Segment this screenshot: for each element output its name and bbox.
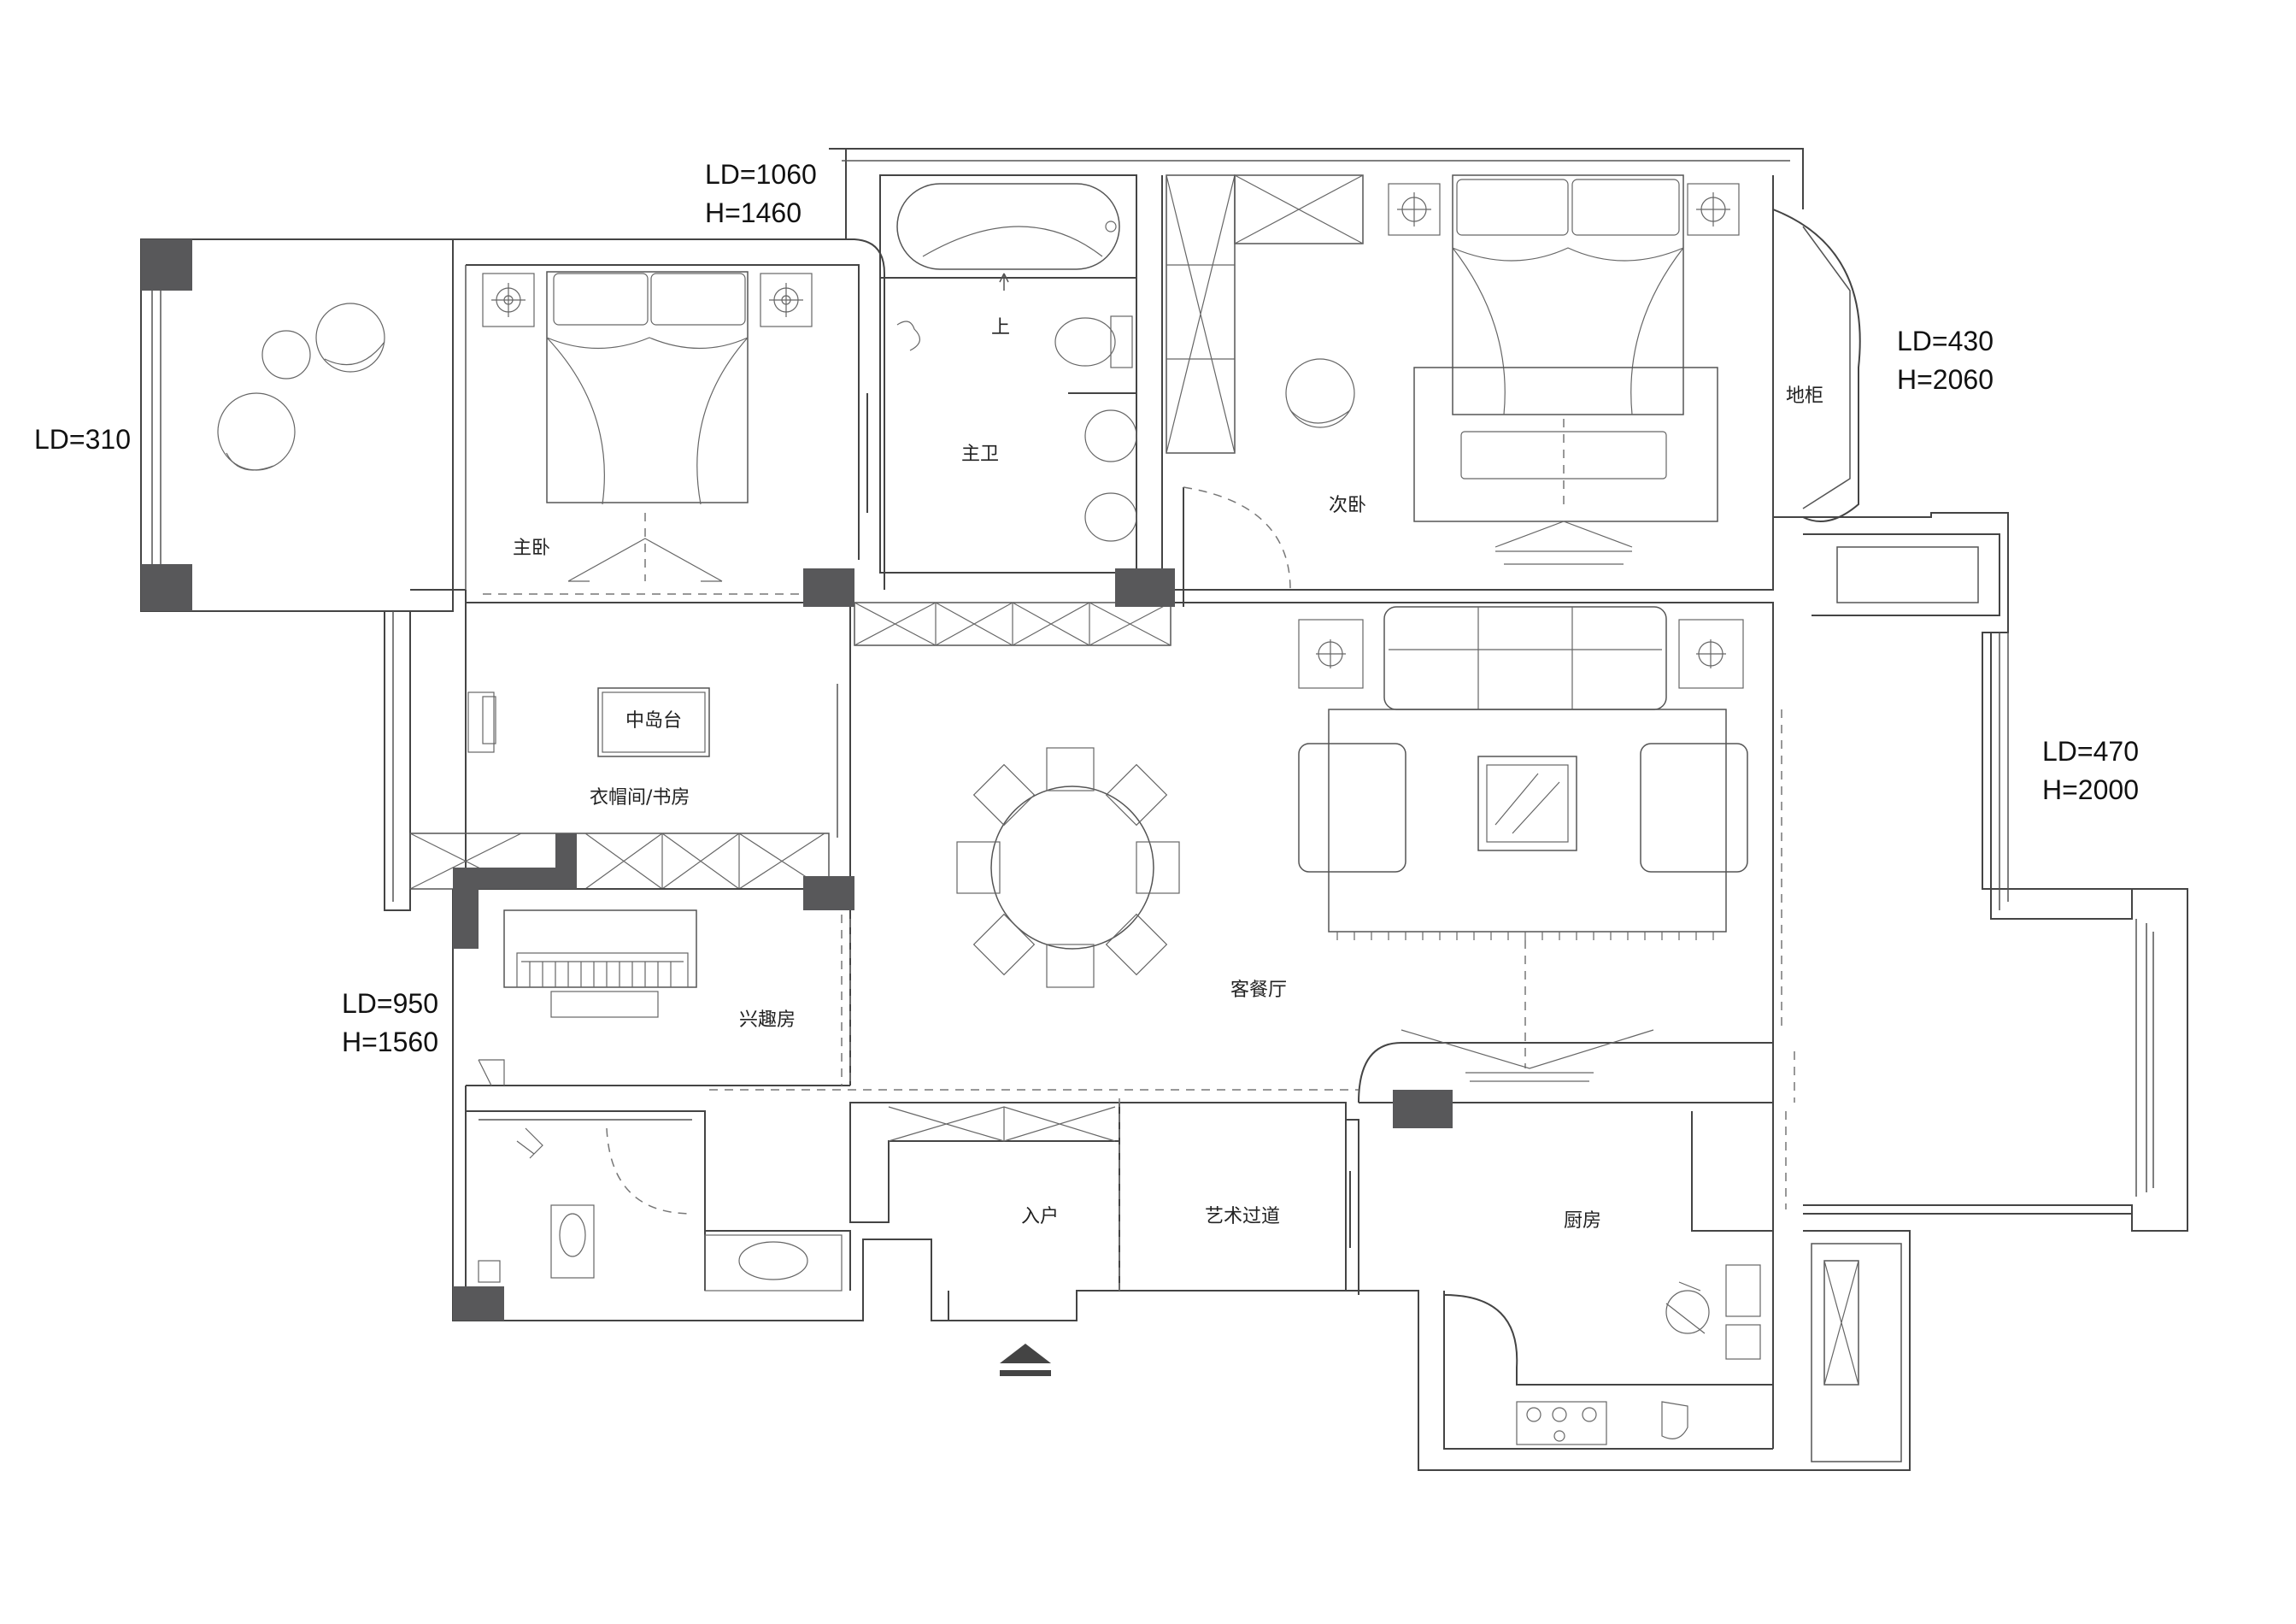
dim-right-mid-ld: LD=470 [2042,736,2139,767]
piano [478,909,697,1086]
label-kitchen: 厨房 [1564,1210,1601,1232]
label-stair-up: 上 [991,317,1010,338]
dim-top-window-ld: LD=1060 [705,159,817,190]
label-second-bedroom: 次卧 [1329,495,1366,516]
dim-left-lower-ld: LD=950 [342,988,438,1019]
balcony-chairs [217,303,385,471]
wc-fixtures [478,1127,843,1292]
room-labels: 主卧 主卫 次卧 地柜 中岛台 衣帽间/书房 兴趣房 客餐厅 入户 艺术过道 厨… [513,317,1823,1232]
label-art-corridor: 艺术过道 [1205,1206,1280,1227]
dashed-openings [483,593,1795,1291]
label-entrance: 入户 [1021,1206,1059,1227]
label-island: 中岛台 [625,710,682,732]
label-floor-cabinet: 地柜 [1786,385,1823,407]
sofa-set [1298,606,1748,1082]
dining-table [956,747,1180,988]
interior-walls [409,174,1774,1386]
master-bath-fixtures [896,183,1137,542]
kitchen-equipment [1516,1264,1761,1445]
second-bed [1285,174,1740,565]
dim-right-upper-h: H=2060 [1897,364,1994,395]
label-master-bath: 主卫 [961,444,999,465]
label-hobby-room: 兴趣房 [739,1009,796,1031]
label-master-bedroom: 主卧 [513,538,550,559]
structural-columns [141,239,1453,1321]
dim-right-upper-ld: LD=430 [1897,326,1994,356]
dim-left-lower-h: H=1560 [342,1027,438,1057]
dim-right-mid-h: H=2000 [2042,774,2139,805]
outer-walls [140,148,2188,1471]
entrance-arrow-icon [1000,1344,1051,1376]
dimension-labels: LD=1060 H=1460 LD=310 LD=430 H=2060 LD=4… [34,159,2139,1057]
cloakroom-furniture [467,687,710,757]
dim-left-balcony-ld: LD=310 [34,424,131,455]
master-bed [482,271,813,582]
label-cloakroom-study: 衣帽间/书房 [590,787,690,809]
dim-top-window-h: H=1460 [705,197,802,228]
label-living-dining: 客餐厅 [1230,980,1287,1001]
